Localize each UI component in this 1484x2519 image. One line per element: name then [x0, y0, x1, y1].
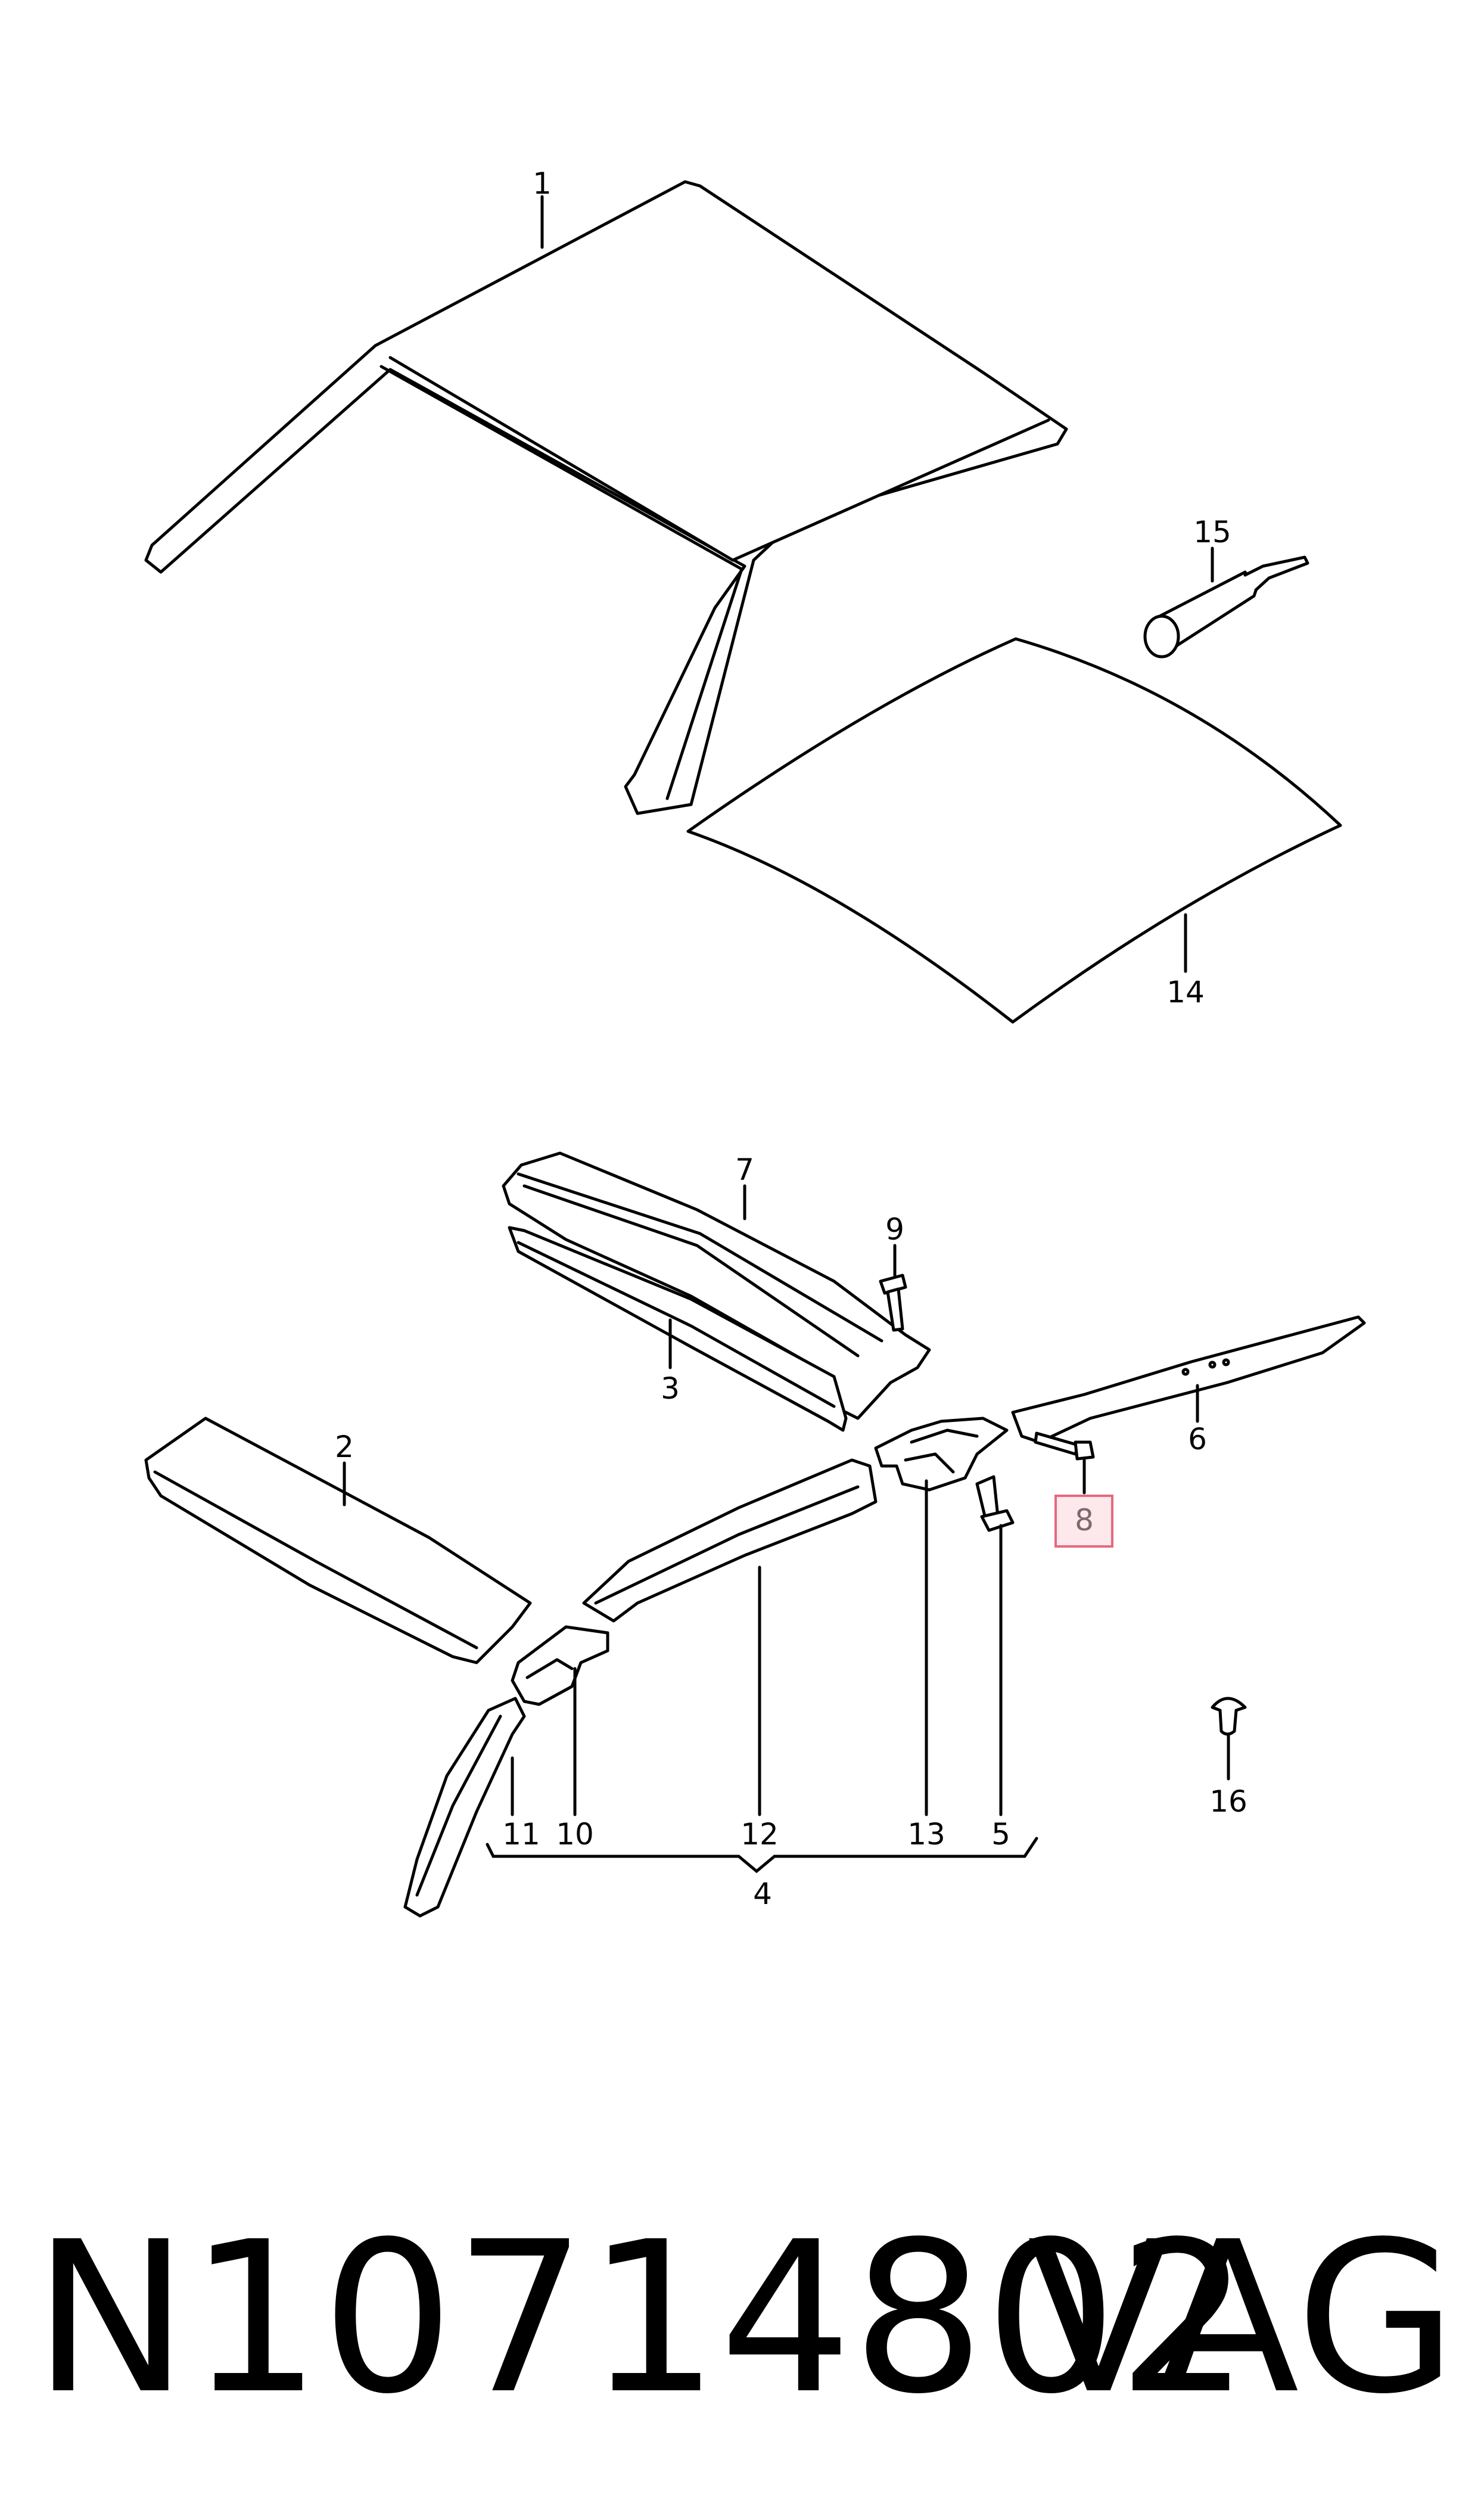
callout-1: 1	[533, 166, 552, 201]
callout-6: 6	[1188, 1422, 1207, 1456]
part-12-frame-arc	[582, 1458, 878, 1623]
part-number: N10714802	[33, 2197, 1250, 2440]
part-11-a-pillar	[403, 1697, 526, 1918]
part-14-roof-panel	[686, 637, 1342, 1024]
callout-labels: 1 15 14 7 9 3 6 2 8 11 10 12 13 5 4 16	[335, 166, 1247, 1911]
callout-14: 14	[1166, 975, 1205, 1010]
part-7-rear-cross-member	[502, 1151, 931, 1420]
callout-7: 7	[735, 1153, 754, 1187]
brand-name: VAG	[1027, 2197, 1457, 2440]
part-1-roof-frame	[144, 180, 1068, 815]
part-5-bolt	[975, 1475, 1015, 1532]
leader-lines	[343, 195, 1230, 1874]
part-6-rear-rail	[1011, 1315, 1366, 1444]
callout-9: 9	[885, 1212, 904, 1247]
callout-5: 5	[991, 1817, 1010, 1852]
callout-8-highlight-box	[1054, 1495, 1113, 1548]
part-13-bracket	[874, 1417, 1009, 1492]
callout-4: 4	[753, 1877, 772, 1911]
callout-12: 12	[741, 1817, 779, 1852]
callout-15: 15	[1193, 515, 1231, 549]
part-16-clip	[1211, 1697, 1247, 1736]
callout-13: 13	[907, 1817, 945, 1852]
callout-8: 8	[1075, 1503, 1094, 1538]
callout-11: 11	[502, 1817, 540, 1852]
part-2-side-rail	[144, 1417, 532, 1664]
callout-10: 10	[556, 1817, 594, 1852]
part-15-sealant-tube	[1143, 555, 1309, 659]
callout-3: 3	[661, 1371, 680, 1406]
part-8-bolt	[1034, 1431, 1095, 1461]
callout-2: 2	[335, 1430, 354, 1464]
part-9-bolt	[879, 1274, 907, 1332]
callout-16: 16	[1209, 1784, 1247, 1819]
footer: N10714802 VAG	[0, 2205, 1484, 2431]
part-10-bracket	[511, 1625, 609, 1706]
part-3-front-cross-member	[508, 1226, 848, 1432]
